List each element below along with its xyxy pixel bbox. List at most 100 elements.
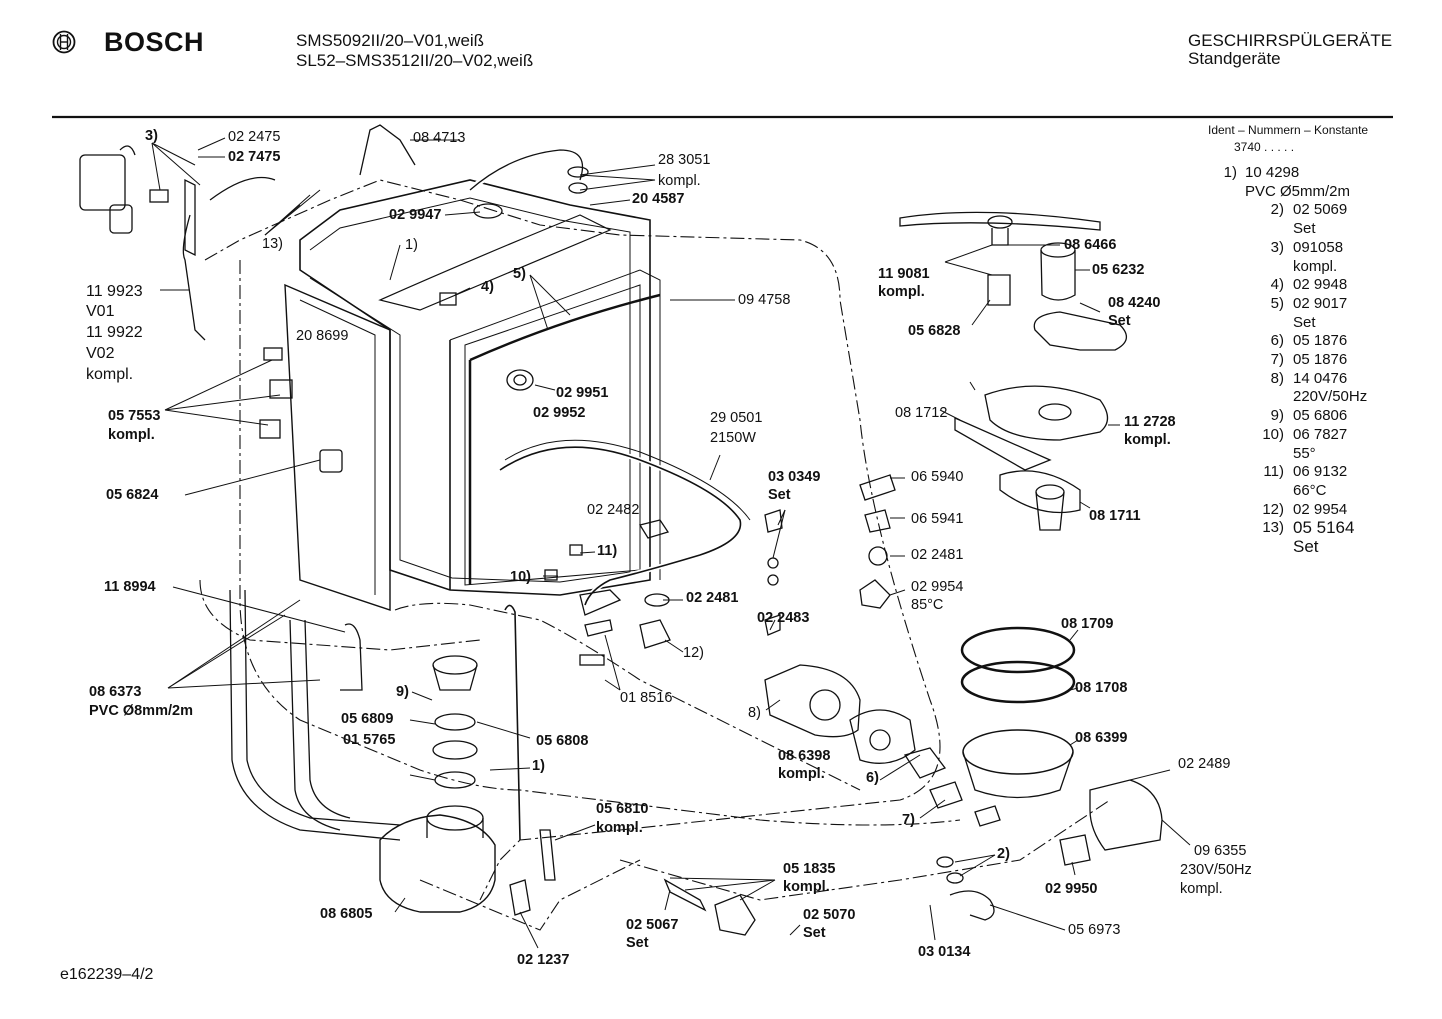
part-label: 06 5940 (911, 469, 964, 485)
part-label: 02 9950 (1045, 881, 1098, 897)
part-label: 09 6355 (1194, 843, 1247, 859)
legend-value: 220V/50Hz (1293, 388, 1368, 406)
legend-number: 8) (1270, 369, 1284, 387)
part-label: 05 1835 (783, 861, 836, 877)
legend-number: 2) (1270, 201, 1284, 219)
part-label: 230V/50Hz (1180, 862, 1252, 878)
part-label: 08 1711 (1089, 508, 1141, 524)
part-label: 02 9951 (556, 385, 609, 401)
bosch-logo-icon (52, 30, 76, 54)
legend-value: 02 9017 (1293, 294, 1348, 312)
part-label: 02 9954 (911, 579, 964, 595)
legend-value: 05 1876 (1293, 351, 1348, 368)
ident-label: Ident – Nummern – Konstante (1208, 123, 1369, 137)
legend-value: 02 9954 (1293, 500, 1348, 518)
part-label: 2150W (710, 430, 756, 446)
legend-value: 091058 (1293, 238, 1344, 256)
part-label: 11 9081 (878, 266, 930, 282)
legend-value: 06 9132 (1293, 463, 1348, 481)
part-label: 28 3051 (658, 152, 711, 168)
part-label: Set (768, 487, 791, 503)
part-label: kompl. (878, 284, 925, 300)
part-label: kompl. (596, 820, 643, 836)
part-label: 08 4713 (413, 130, 466, 146)
part-label: 08 1712 (895, 405, 948, 421)
part-label: 08 6805 (320, 906, 373, 922)
part-label: 20 8699 (296, 328, 349, 344)
legend-number: 10) (1262, 425, 1284, 443)
legend-value: 02 9948 (1293, 276, 1348, 294)
part-label: kompl. (783, 879, 830, 895)
part-label: 05 6809 (341, 711, 394, 727)
legend-number: 13) (1262, 519, 1284, 537)
part-label: 7) (902, 812, 915, 828)
part-label: 05 7553 (108, 408, 161, 424)
part-label: 11 8994 (104, 579, 156, 595)
part-label: 2) (997, 846, 1010, 862)
category-line-1: GESCHIRRSPÜLGERÄTE (1188, 31, 1393, 50)
legend-value: 05 1876 (1293, 332, 1348, 350)
part-label: 02 9952 (533, 405, 586, 421)
part-label: 8) (748, 705, 761, 721)
part-label: 03 0349 (768, 469, 821, 485)
legend-value: 14 0476 (1293, 369, 1348, 387)
part-label: 03 0134 (918, 944, 971, 960)
part-label: 06 5941 (911, 511, 964, 527)
legend-value: Set (1293, 537, 1319, 556)
part-label: 05 6808 (536, 733, 589, 749)
part-label: 20 4587 (632, 191, 685, 207)
part-label: 05 6828 (908, 323, 961, 339)
part-label: 4) (481, 279, 494, 295)
category-line-2: Standgeräte (1188, 49, 1281, 68)
legend-number: 11) (1263, 463, 1284, 481)
part-label: V02 (86, 345, 115, 362)
part-label: 6) (866, 770, 879, 786)
brand-name: BOSCH (104, 27, 205, 57)
part-label: 3) (145, 128, 158, 144)
legend-number: 12) (1262, 500, 1284, 518)
legend-value: 05 5164 (1293, 518, 1355, 538)
part-label: V01 (86, 303, 115, 320)
part-label: kompl. (1180, 881, 1223, 897)
part-label: PVC Ø8mm/2m (89, 703, 193, 719)
part-label: kompl. (108, 427, 155, 443)
part-label: 85°C (911, 597, 944, 613)
part-label: 02 5070 (803, 907, 856, 923)
part-label: 08 6398 (778, 748, 831, 764)
part-label: 02 2481 (911, 547, 964, 563)
legend-value: PVC Ø5mm/2m (1245, 182, 1351, 200)
part-label: 08 1709 (1061, 616, 1114, 632)
part-label: kompl. (86, 366, 134, 383)
part-label: 1) (405, 237, 418, 253)
part-label: 02 7475 (228, 149, 281, 165)
part-label: 08 6373 (89, 684, 142, 700)
part-label: 13) (262, 236, 283, 252)
part-label: 02 2483 (757, 610, 810, 626)
part-label: Set (803, 925, 826, 941)
legend-value: 55° (1293, 444, 1316, 462)
legend-number: 3) (1270, 238, 1284, 256)
legend-value: Set (1293, 220, 1316, 238)
leader-lines (151, 137, 1191, 949)
part-label: 10) (510, 569, 531, 585)
part-label: 05 6973 (1068, 922, 1121, 938)
part-label: 08 6466 (1064, 237, 1117, 253)
legend-number: 1) (1223, 164, 1237, 181)
legend-number: 7) (1270, 351, 1284, 368)
part-label: 05 6232 (1092, 262, 1145, 278)
legend-value: 06 7827 (1293, 425, 1348, 443)
part-label: 02 1237 (517, 952, 570, 968)
part-label: 1) (532, 758, 545, 774)
part-label: Set (626, 935, 649, 951)
part-label: kompl. (1124, 432, 1171, 448)
part-label: 02 2481 (686, 590, 739, 606)
legend-number: 6) (1270, 332, 1284, 350)
part-label: 01 5765 (343, 732, 396, 748)
legend-value: kompl. (1293, 257, 1338, 275)
legend-value: 10 4298 (1245, 164, 1300, 181)
part-label: kompl. (778, 766, 825, 782)
model-line-1: SMS5092II/20–V01,weiß (296, 31, 485, 50)
model-line-2: SL52–SMS3512II/20–V02,weiß (296, 51, 534, 70)
ident-value: 3740 . . . . . (1234, 140, 1295, 154)
